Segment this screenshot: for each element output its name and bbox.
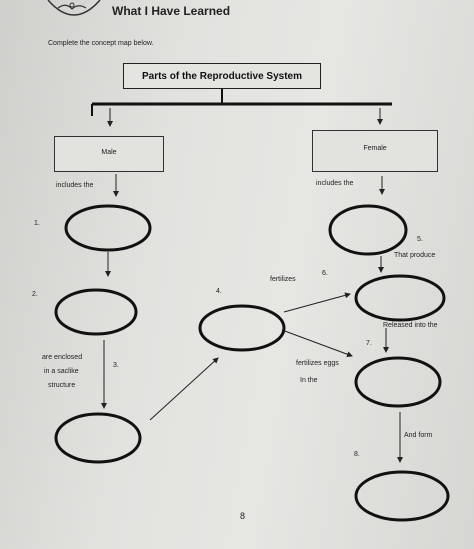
item-number-1: 1. — [34, 220, 40, 227]
female-includes-label: includes the — [316, 180, 354, 187]
concept-map-title-box: Parts of the Reproductive System — [123, 63, 321, 89]
answer-oval-2[interactable] — [54, 288, 138, 336]
structure-label: structure — [48, 382, 76, 389]
released-into-label: Released into the — [383, 322, 438, 329]
item-number-7: 7. — [366, 340, 372, 347]
item-number-8: 8. — [354, 451, 360, 458]
that-produce-label: That produce — [394, 252, 436, 259]
in-the-label: In the — [300, 377, 318, 384]
male-includes-label: includes the — [56, 182, 94, 189]
item-number-4: 4. — [216, 288, 222, 295]
section-title: What I Have Learned — [112, 4, 231, 18]
answer-oval-7[interactable] — [354, 356, 442, 408]
item-number-6: 6. — [322, 270, 328, 277]
concept-map-title: Parts of the Reproductive System — [141, 70, 303, 82]
page-number: 8 — [240, 511, 246, 521]
answer-oval-6[interactable] — [354, 274, 446, 322]
logo-icon — [47, 0, 101, 16]
male-box: Male — [54, 136, 164, 172]
male-label: Male — [101, 149, 117, 156]
answer-oval-5[interactable] — [328, 204, 408, 256]
instructions-text: Complete the concept map below. — [48, 40, 154, 47]
answer-oval-4[interactable] — [198, 304, 286, 352]
answer-oval-1[interactable] — [64, 204, 152, 252]
are-enclosed-label: are enclosed — [42, 354, 83, 361]
female-label: Female — [363, 145, 387, 152]
female-box: Female — [312, 130, 438, 172]
fertilizes-label: fertilizes — [270, 276, 296, 283]
answer-oval-8[interactable] — [354, 470, 450, 522]
fertilizes-eggs-label: fertilizes eggs — [296, 360, 339, 367]
item-number-3: 3. — [113, 362, 119, 369]
and-form-label: And form — [404, 432, 433, 439]
answer-oval-3[interactable] — [54, 412, 142, 464]
item-number-5: 5. — [417, 236, 423, 243]
saclike-label: in a saclike — [44, 368, 79, 375]
item-number-2: 2. — [32, 291, 38, 298]
